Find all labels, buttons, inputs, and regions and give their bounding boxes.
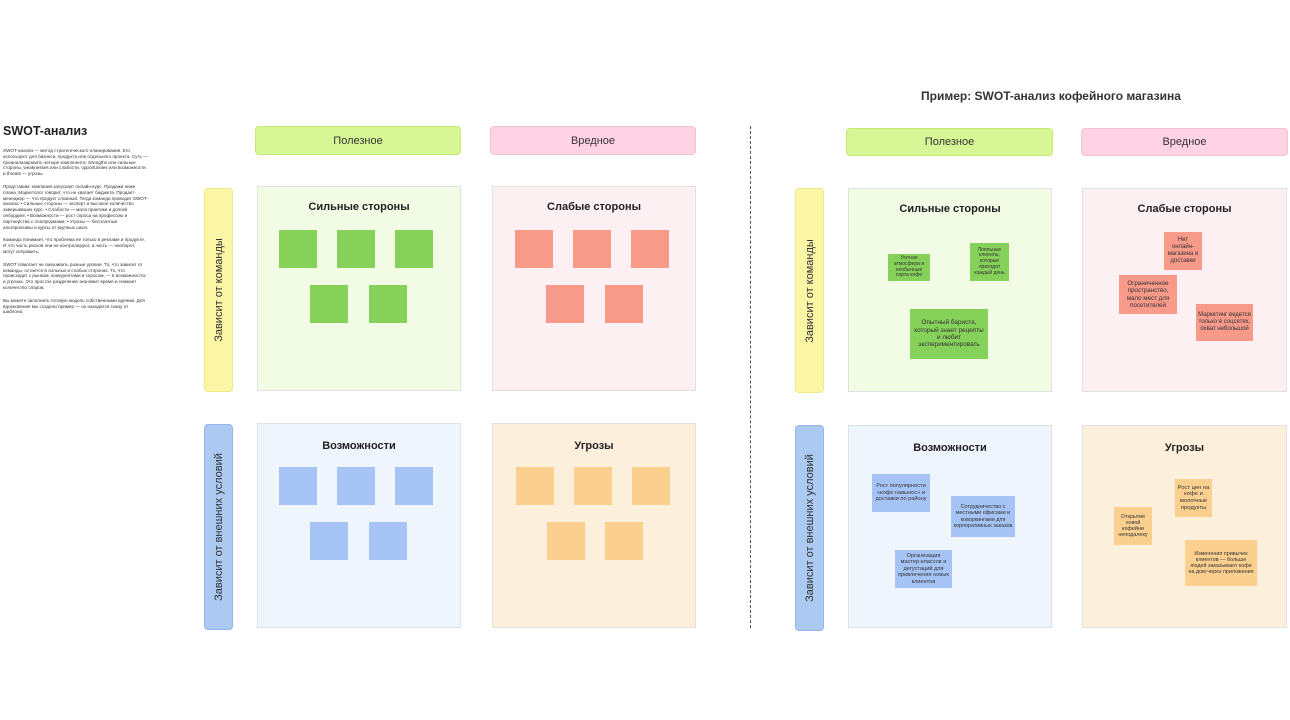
- quadrant-title: Слабые стороны: [547, 201, 641, 213]
- sticky-note[interactable]: Открытие новой кофейни неподалеку: [1114, 507, 1152, 545]
- divider-line: [750, 126, 751, 628]
- sticky-note[interactable]: [337, 467, 375, 505]
- description-paragraph: SWOT помогает не смешивать разные уровни…: [3, 261, 146, 290]
- header-harmful[interactable]: Вредное: [490, 126, 696, 155]
- sticky-note[interactable]: Маркетинг ведется только в соцсетях, охв…: [1196, 304, 1253, 341]
- quadrant-title: Угрозы: [1164, 442, 1205, 454]
- quadrant-title: Возможности: [322, 440, 396, 452]
- sticky-note[interactable]: Организация мастер-классов и дегустаций …: [895, 550, 952, 588]
- header-harmful[interactable]: Вредное: [1081, 128, 1288, 156]
- quadrant-weaknesses[interactable]: Слабые стороны: [492, 186, 696, 391]
- quadrant-title: Сильные стороны: [899, 203, 1001, 215]
- sticky-note[interactable]: [632, 467, 670, 505]
- sticky-note[interactable]: Опытный бариста, который знает рецепты и…: [910, 309, 988, 359]
- sticky-note[interactable]: [605, 522, 643, 560]
- example-quadrant-weaknesses[interactable]: Слабые стороны Нет онлайн-магазина и дос…: [1082, 188, 1287, 392]
- sticky-note[interactable]: [337, 230, 375, 268]
- sticky-note[interactable]: [395, 467, 433, 505]
- sticky-note[interactable]: Рост популярности «кофе навынос» и доста…: [872, 474, 930, 512]
- description-paragraph: Команда понимает, что проблема не только…: [3, 237, 146, 254]
- description-title: SWOT-анализ: [3, 124, 88, 138]
- example-title: Пример: SWOT-анализ кофейного магазина: [921, 89, 1181, 103]
- example-quadrant-strengths[interactable]: Сильные стороны Уютная атмосфера и необы…: [848, 188, 1052, 392]
- header-useful[interactable]: Полезное: [846, 128, 1053, 156]
- sticky-note[interactable]: Нет онлайн-магазина и доставки: [1164, 232, 1202, 270]
- sticky-note[interactable]: [369, 522, 407, 560]
- sticky-note[interactable]: [515, 230, 553, 268]
- sticky-note[interactable]: Сотрудничество с местными офисами и ково…: [951, 496, 1015, 537]
- example-quadrant-threats[interactable]: Угрозы Рост цен на кофе и молочные проду…: [1082, 425, 1287, 628]
- sticky-note[interactable]: Рост цен на кофе и молочные продукты: [1175, 479, 1212, 517]
- quadrant-title: Возможности: [913, 442, 987, 454]
- sticky-note[interactable]: [279, 467, 317, 505]
- sticky-note[interactable]: [395, 230, 433, 268]
- row-label-team[interactable]: Зависит от команды: [795, 188, 824, 393]
- row-label-external[interactable]: Зависит от внешних условий: [204, 424, 233, 630]
- row-label-team[interactable]: Зависит от команды: [204, 188, 233, 392]
- sticky-note[interactable]: Изменения привычек клиентов — больше люд…: [1185, 540, 1257, 586]
- quadrant-threats[interactable]: Угрозы: [492, 423, 696, 628]
- description-paragraph: SWOT-анализ — метод стратегического план…: [3, 148, 148, 177]
- header-useful[interactable]: Полезное: [255, 126, 461, 155]
- sticky-note[interactable]: [547, 522, 585, 560]
- sticky-note[interactable]: [516, 467, 554, 505]
- description-paragraph: Вы можете заполнить готовую модель собст…: [3, 297, 145, 315]
- sticky-note[interactable]: [279, 230, 317, 268]
- description-panel: SWOT-анализ SWOT-анализ — метод стратеги…: [3, 124, 148, 322]
- example-quadrant-opportunities[interactable]: Возможности Рост популярности «кофе навы…: [848, 425, 1052, 628]
- row-label-external[interactable]: Зависит от внешних условий: [795, 425, 824, 631]
- quadrant-title: Угрозы: [574, 440, 614, 452]
- sticky-note[interactable]: Уютная атмосфера и необычные сорта кофе: [888, 254, 930, 281]
- sticky-note[interactable]: [369, 285, 407, 323]
- quadrant-opportunities[interactable]: Возможности: [257, 423, 461, 628]
- sticky-note[interactable]: [573, 230, 611, 268]
- sticky-note[interactable]: [605, 285, 643, 323]
- sticky-note[interactable]: [631, 230, 669, 268]
- sticky-note[interactable]: [546, 285, 584, 323]
- description-paragraph: Представим: компания запускает онлайн-ку…: [3, 183, 148, 230]
- sticky-note[interactable]: [574, 467, 612, 505]
- sticky-note[interactable]: [310, 285, 348, 323]
- sticky-note[interactable]: Лояльные клиенты, которые приходят кажды…: [970, 243, 1009, 281]
- sticky-note[interactable]: Ограниченное пространство, мало мест для…: [1119, 275, 1177, 314]
- sticky-note[interactable]: [310, 522, 348, 560]
- quadrant-title: Сильные стороны: [308, 201, 410, 213]
- quadrant-strengths[interactable]: Сильные стороны: [257, 186, 461, 391]
- quadrant-title: Слабые стороны: [1137, 203, 1232, 215]
